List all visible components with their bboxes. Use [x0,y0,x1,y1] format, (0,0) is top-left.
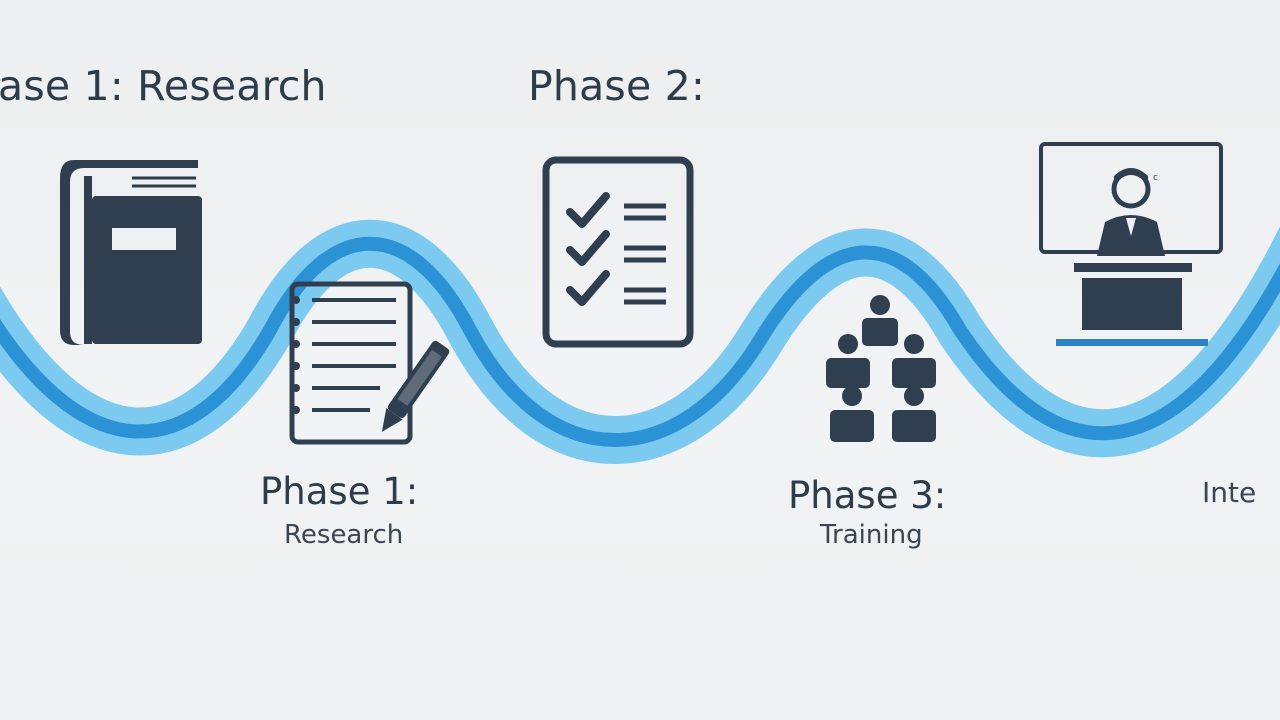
notepad-pen-icon [289,281,450,445]
phase4-title-partial: Inte [1202,476,1257,509]
presenter-screen-icon: c [1039,142,1223,346]
phase3-subtitle: Training [820,520,923,550]
book-icon [60,160,202,345]
top-label-phase1-research: ase 1: Research [0,62,327,110]
phase3-title: Phase 3: [788,474,947,517]
phase1-title: Phase 1: [260,470,419,513]
timeline-wave [0,219,1280,464]
top-label-phase2: Phase 2: [528,62,705,110]
team-group-icon [826,295,936,442]
phase1-subtitle: Research [284,520,404,550]
svg-text:c: c [1153,173,1158,183]
checklist-icon [542,156,694,348]
